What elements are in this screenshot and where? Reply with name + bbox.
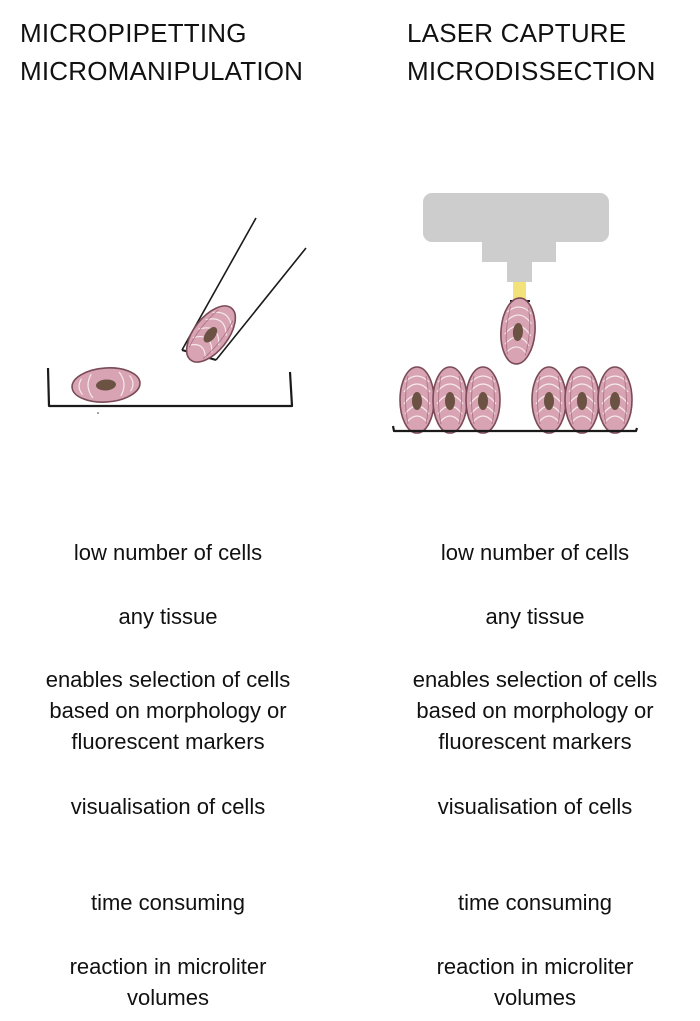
- culture-dish-icon: [46, 367, 294, 408]
- cell-icon: [399, 366, 435, 434]
- feature-text: time consuming: [457, 890, 613, 915]
- method-title-line1: LASER CAPTURE: [407, 18, 627, 48]
- cell-icon: [597, 366, 633, 434]
- cell-icon: [70, 364, 142, 406]
- method-title: LASER CAPTURE MICRODISSECTION: [407, 14, 656, 90]
- cell-icon: [564, 366, 600, 434]
- feature-text: reaction in microliter: [436, 954, 634, 979]
- method-title: MICROPIPETTING MICROMANIPULATION: [20, 14, 303, 90]
- method-title-line2: MICROMANIPULATION: [20, 56, 304, 86]
- cell-icon: [497, 296, 539, 366]
- feature-time-consuming: time consuming: [360, 887, 700, 918]
- feature-cell-selection: enables selection of cells based on morp…: [0, 664, 343, 757]
- feature-text: fluorescent markers: [438, 729, 632, 754]
- laser-capture-column: LASER CAPTURE MICRODISSECTION low: [350, 0, 700, 1021]
- feature-text: enables selection of cells: [412, 667, 658, 692]
- feature-reaction-volume: reaction in microliter volumes: [0, 951, 343, 1013]
- feature-low-cell-number: low number of cells: [0, 537, 343, 568]
- feature-any-tissue: any tissue: [0, 601, 343, 632]
- feature-low-cell-number: low number of cells: [360, 537, 700, 568]
- feature-text: low number of cells: [73, 540, 263, 565]
- laser-head-icon: [423, 193, 609, 282]
- feature-visualisation: visualisation of cells: [360, 791, 700, 822]
- feature-text: visualisation of cells: [437, 794, 633, 819]
- feature-text: based on morphology or: [416, 698, 654, 723]
- feature-text: fluorescent markers: [71, 729, 265, 754]
- method-title-line1: MICROPIPETTING: [20, 18, 247, 48]
- feature-text: low number of cells: [440, 540, 630, 565]
- micropipetting-illustration: [46, 217, 307, 414]
- feature-visualisation: visualisation of cells: [0, 791, 343, 822]
- feature-text: visualisation of cells: [70, 794, 266, 819]
- feature-text: enables selection of cells: [45, 667, 291, 692]
- feature-text: volumes: [127, 985, 209, 1010]
- cell-icon: [465, 366, 501, 434]
- method-title-line2: MICRODISSECTION: [407, 56, 656, 86]
- feature-cell-selection: enables selection of cells based on morp…: [360, 664, 700, 757]
- laser-capture-illustration: [391, 193, 639, 434]
- tissue-slide-icon: [391, 425, 639, 433]
- micropipetting-column: MICROPIPETTING MICROMANIPULATION low num…: [0, 14, 343, 1013]
- feature-any-tissue: any tissue: [360, 601, 700, 632]
- feature-text: any tissue: [485, 604, 585, 629]
- feature-text: time consuming: [90, 890, 246, 915]
- feature-text: any tissue: [118, 604, 218, 629]
- cell-icon: [531, 366, 567, 434]
- feature-time-consuming: time consuming: [0, 887, 343, 918]
- feature-text: volumes: [494, 985, 576, 1010]
- feature-text: based on morphology or: [49, 698, 287, 723]
- cell-icon: [432, 366, 468, 434]
- feature-reaction-volume: reaction in microliter volumes: [360, 951, 700, 1013]
- feature-text: reaction in microliter: [69, 954, 267, 979]
